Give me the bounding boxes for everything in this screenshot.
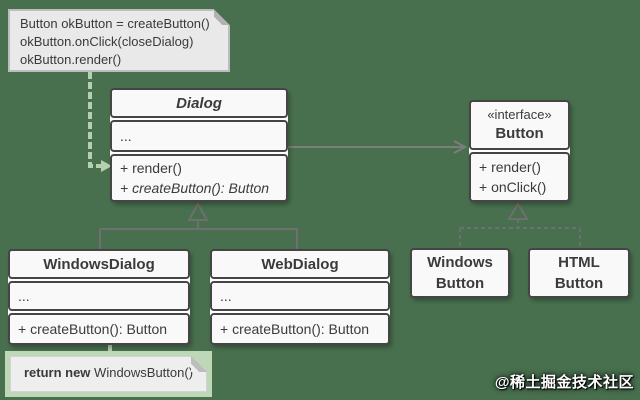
stereotype-label: «interface» [487, 107, 552, 122]
class-windows-button: Windows Button [410, 248, 510, 298]
note-line: okButton.render() [20, 52, 122, 67]
dependency-arrow-dialog-button [288, 140, 468, 154]
note-connector-top [88, 72, 112, 172]
class-name-line: Button [435, 275, 485, 292]
class-name: WebDialog [261, 255, 339, 273]
class-html-button: HTML Button [528, 248, 630, 298]
class-fields: ... [8, 281, 190, 311]
class-name-line: Windows [427, 254, 493, 271]
fields-placeholder: ... [220, 288, 232, 304]
note-line: okButton.onClick(closeDialog) [20, 34, 194, 49]
method-abstract: + createButton(): Button [120, 180, 270, 196]
class-title: WebDialog [210, 249, 390, 279]
note-code: WindowsButton() [90, 365, 194, 380]
class-methods: + render() + createButton(): Button [110, 154, 288, 202]
method: + render() [479, 159, 541, 175]
class-name-line: Button [554, 275, 604, 292]
method: + render() [120, 160, 182, 176]
realization-tree-button [459, 202, 581, 250]
note-fold-icon [214, 9, 230, 25]
hollow-triangle-icon [507, 202, 529, 220]
class-button-interface: «interface» Button + render() + onClick(… [469, 100, 570, 202]
code-note-client: Button okButton = createButton() okButto… [8, 9, 230, 72]
method: + createButton(): Button [18, 321, 168, 337]
class-name: Button [495, 125, 544, 142]
class-title: WindowsDialog [8, 249, 190, 279]
class-windows-dialog: WindowsDialog ... + createButton(): Butt… [8, 249, 190, 345]
class-title: Dialog [110, 88, 288, 118]
code-note-return: return new WindowsButton() [10, 356, 207, 392]
green-arrowhead-icon [101, 160, 112, 172]
open-arrowhead-icon [453, 140, 468, 154]
class-methods: + render() + onClick() [469, 152, 570, 202]
fields-placeholder: ... [120, 128, 132, 144]
class-fields: ... [110, 120, 288, 152]
class-dialog: Dialog ... + render() + createButton(): … [110, 88, 288, 202]
class-name: WindowsDialog [43, 255, 155, 273]
class-methods: + createButton(): Button [210, 313, 390, 345]
class-title: HTML Button [528, 248, 630, 298]
note-fold-icon [191, 356, 207, 372]
note-keyword: return new [23, 365, 91, 380]
class-fields: ... [210, 281, 390, 311]
class-web-dialog: WebDialog ... + createButton(): Button [210, 249, 390, 345]
class-methods: + createButton(): Button [8, 313, 190, 345]
fields-placeholder: ... [18, 288, 30, 304]
hollow-triangle-icon [187, 201, 209, 221]
class-title: Windows Button [410, 248, 510, 298]
watermark-text: @稀土掘金技术社区 [494, 374, 634, 391]
method: + createButton(): Button [220, 321, 370, 337]
class-name-line: HTML [558, 254, 600, 271]
class-name: Dialog [176, 94, 222, 112]
method: + onClick() [479, 179, 547, 195]
note-line: Button okButton = createButton() [20, 16, 210, 31]
class-title: «interface» Button [469, 100, 570, 150]
inheritance-tree-dialog [99, 201, 298, 250]
